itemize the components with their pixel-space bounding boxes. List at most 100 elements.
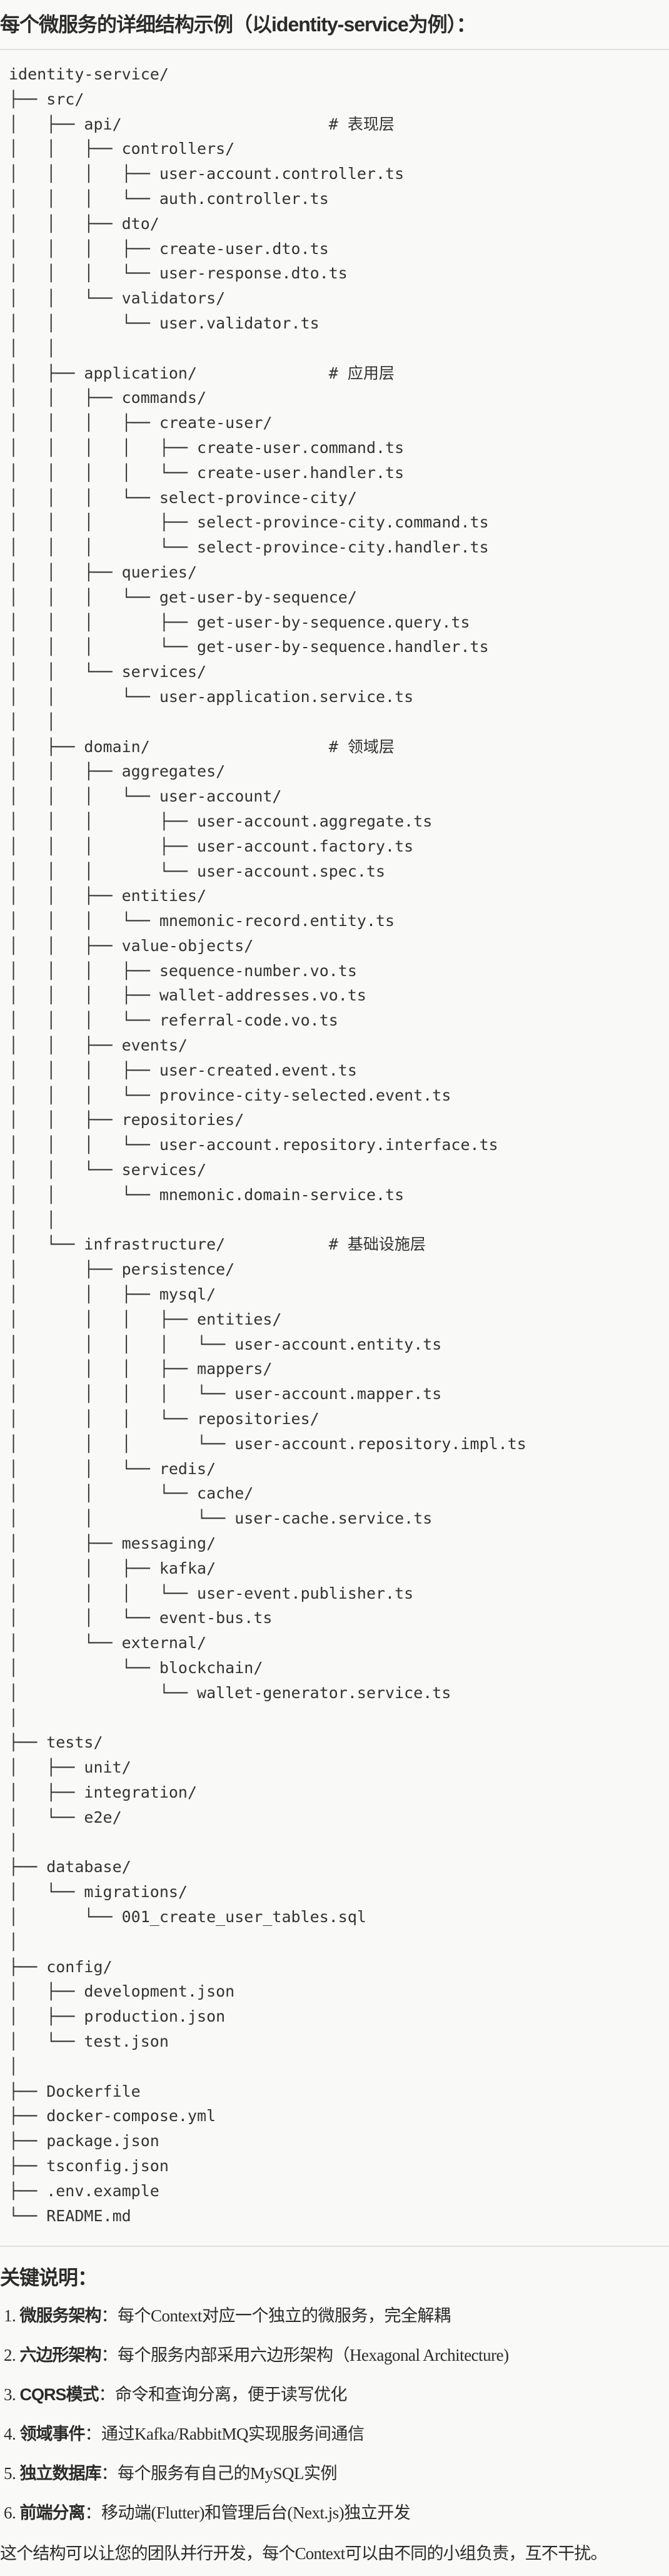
tree-line: ├── database/ [9,1858,131,1876]
tree-line: │ │ └── event-bus.ts [9,1609,273,1627]
tree-line: │ │ │ ├── entities/ [9,1310,282,1328]
tree-line: │ └── 001_create_user_tables.sql [9,1907,366,1926]
tree-line: │ │ │ └── select-province-city.handler.t… [9,538,489,557]
tree-line: │ │ └── user-application.service.ts [9,687,414,706]
divider [0,2246,669,2247]
tree-line: │ │ │ │ └── user-account.entity.ts [9,1335,442,1353]
tree-line: ├── tests/ [9,1733,103,1752]
tree-line: identity-service/ [9,65,169,83]
tree-line: │ │ │ └── get-user-by-sequence.handler.t… [9,638,489,656]
note-number: 2. [4,2346,20,2365]
note-item: 2. 六边形架构：每个服务内部采用六边形架构（Hexagonal Archite… [4,2343,509,2368]
tree-line: │ │ │ └── user-account/ [9,787,282,806]
tree-line: │ │ │ ├── select-province-city.command.t… [9,513,489,532]
note-text: ：每个服务内部采用六边形架构（Hexagonal Architecture) [101,2346,510,2365]
tree-line: │ [9,1833,19,1851]
tree-line: │ │ │ └── user-account.repository.interf… [9,1136,498,1154]
note-label: 独立数据库 [19,2464,102,2483]
tree-line: ├── tsconfig.json [9,2156,169,2175]
tree-line: │ │ └── redis/ [9,1459,216,1478]
note-label: 六边形架构 [19,2346,102,2365]
tree-line: │ │ ├── events/ [9,1036,188,1055]
tree-line: │ ├── application/ # 应用层 [9,364,395,382]
tree-line: │ │ │ ├── create-user.dto.ts [9,239,329,258]
note-label: CQRS模式 [19,2385,99,2404]
note-text: ：每个Context对应一个独立的微服务，完全解耦 [101,2306,451,2325]
note-number: 4. [4,2425,20,2443]
tree-line: ├── package.json [9,2132,159,2151]
tree-line: │ │ ├── queries/ [9,563,198,581]
tree-line: │ │ ├── repositories/ [9,1111,244,1129]
tree-line: │ │ │ │ └── create-user.handler.ts [9,463,405,482]
tree-line: │ ├── domain/ # 领域层 [9,737,395,756]
tree-line: │ ├── unit/ [9,1758,131,1777]
tree-line: │ ├── development.json [9,1982,235,2001]
tree-line: │ │ [9,1210,56,1229]
tree-line: │ │ ├── value-objects/ [9,936,254,955]
tree-line: │ │ └── services/ [9,1161,207,1179]
tree-line: │ │ └── validators/ [9,289,226,308]
note-number: 6. [4,2503,20,2522]
tree-line: │ │ ├── kafka/ [9,1559,216,1577]
tree-line: │ │ │ └── select-province-city/ [9,488,357,507]
tree-line: │ │ │ └── referral-code.vo.ts [9,1011,338,1030]
tree-line: │ │ │ ├── user-created.event.ts [9,1061,357,1079]
note-text: ：通过Kafka/RabbitMQ实现服务间通信 [84,2425,365,2443]
page-title: 每个微服务的详细结构示例（以identity-service为例）： [0,13,476,36]
tree-line: │ │ │ └── user-event.publisher.ts [9,1584,414,1602]
tree-line: │ └── test.json [9,2032,169,2050]
tree-line: │ │ │ └── province-city-selected.event.t… [9,1086,451,1104]
tree-line: │ │ │ ├── wallet-addresses.vo.ts [9,986,366,1005]
note-item: 5. 独立数据库：每个服务有自己的MySQL实例 [4,2461,338,2486]
tree-line: │ │ │ └── mnemonic-record.entity.ts [9,912,395,930]
tree-line: │ └── external/ [9,1634,207,1652]
note-text: ：命令和查询分离，便于读写优化 [98,2385,348,2404]
tree-line: │ │ └── user.validator.ts [9,313,319,332]
tree-line: │ │ ├── controllers/ [9,140,235,158]
tree-line: │ │ ├── dto/ [9,214,159,233]
tree-line: │ │ │ ├── user-account.factory.ts [9,837,414,855]
tree-line: ├── .env.example [9,2181,159,2200]
tree-line: │ │ │ ├── user-account.controller.ts [9,165,405,183]
divider [0,49,669,50]
note-number: 1. [4,2306,20,2325]
tree-line: │ ├── api/ # 表现层 [9,115,395,133]
note-item: 1. 微服务架构：每个Context对应一个独立的微服务，完全解耦 [4,2303,451,2328]
note-text: ：移动端(Flutter)和管理后台(Next.js)独立开发 [84,2503,411,2522]
tree-line: │ │ └── mnemonic.domain-service.ts [9,1185,405,1204]
tree-line: │ ├── production.json [9,2007,226,2026]
tree-line: │ │ │ ├── mappers/ [9,1360,273,1378]
directory-tree-code-block: identity-service/├── src/│ ├── api/ # 表现… [0,51,669,2228]
note-item: 4. 领域事件：通过Kafka/RabbitMQ实现服务间通信 [4,2421,365,2446]
tree-line: │ [9,1708,19,1727]
tree-line: ├── Dockerfile [9,2082,141,2100]
tree-line: │ │ │ └── get-user-by-sequence/ [9,588,357,606]
tree-line: │ │ │ └── repositories/ [9,1410,319,1428]
tree-line: │ │ │ ├── get-user-by-sequence.query.ts [9,613,470,631]
tree-line: │ └── infrastructure/ # 基础设施层 [9,1235,426,1254]
closing-paragraph: 这个结构可以让您的团队并行开发，每个Context可以由不同的小组负责，互不干扰… [0,2544,608,2563]
tree-line: │ │ └── services/ [9,663,207,681]
tree-line: │ │ [9,339,56,357]
tree-line: │ └── wallet-generator.service.ts [9,1683,451,1702]
tree-line: │ │ │ ├── user-account.aggregate.ts [9,812,433,830]
note-label: 微服务架构 [19,2306,102,2325]
tree-line: │ │ [9,712,56,731]
tree-line: │ │ │ └── auth.controller.ts [9,189,329,208]
note-text: ：每个服务有自己的MySQL实例 [101,2464,338,2483]
note-number: 5. [4,2464,20,2483]
tree-line: │ │ │ ├── sequence-number.vo.ts [9,961,357,980]
tree-line: ├── config/ [9,1957,113,1976]
tree-line: │ │ │ ├── create-user/ [9,414,273,432]
tree-line: │ │ ├── aggregates/ [9,762,226,781]
tree-line: └── README.md [9,2206,131,2225]
tree-line: │ │ └── user-cache.service.ts [9,1509,433,1528]
tree-line: │ └── migrations/ [9,1883,188,1901]
note-label: 领域事件 [19,2425,86,2443]
note-label: 前端分离 [19,2503,86,2522]
tree-line: │ ├── integration/ [9,1783,198,1801]
tree-line: │ │ │ │ ├── create-user.command.ts [9,438,405,457]
tree-line: │ └── e2e/ [9,1808,122,1826]
note-number: 3. [4,2385,20,2404]
tree-line: │ │ │ └── user-response.dto.ts [9,264,348,283]
